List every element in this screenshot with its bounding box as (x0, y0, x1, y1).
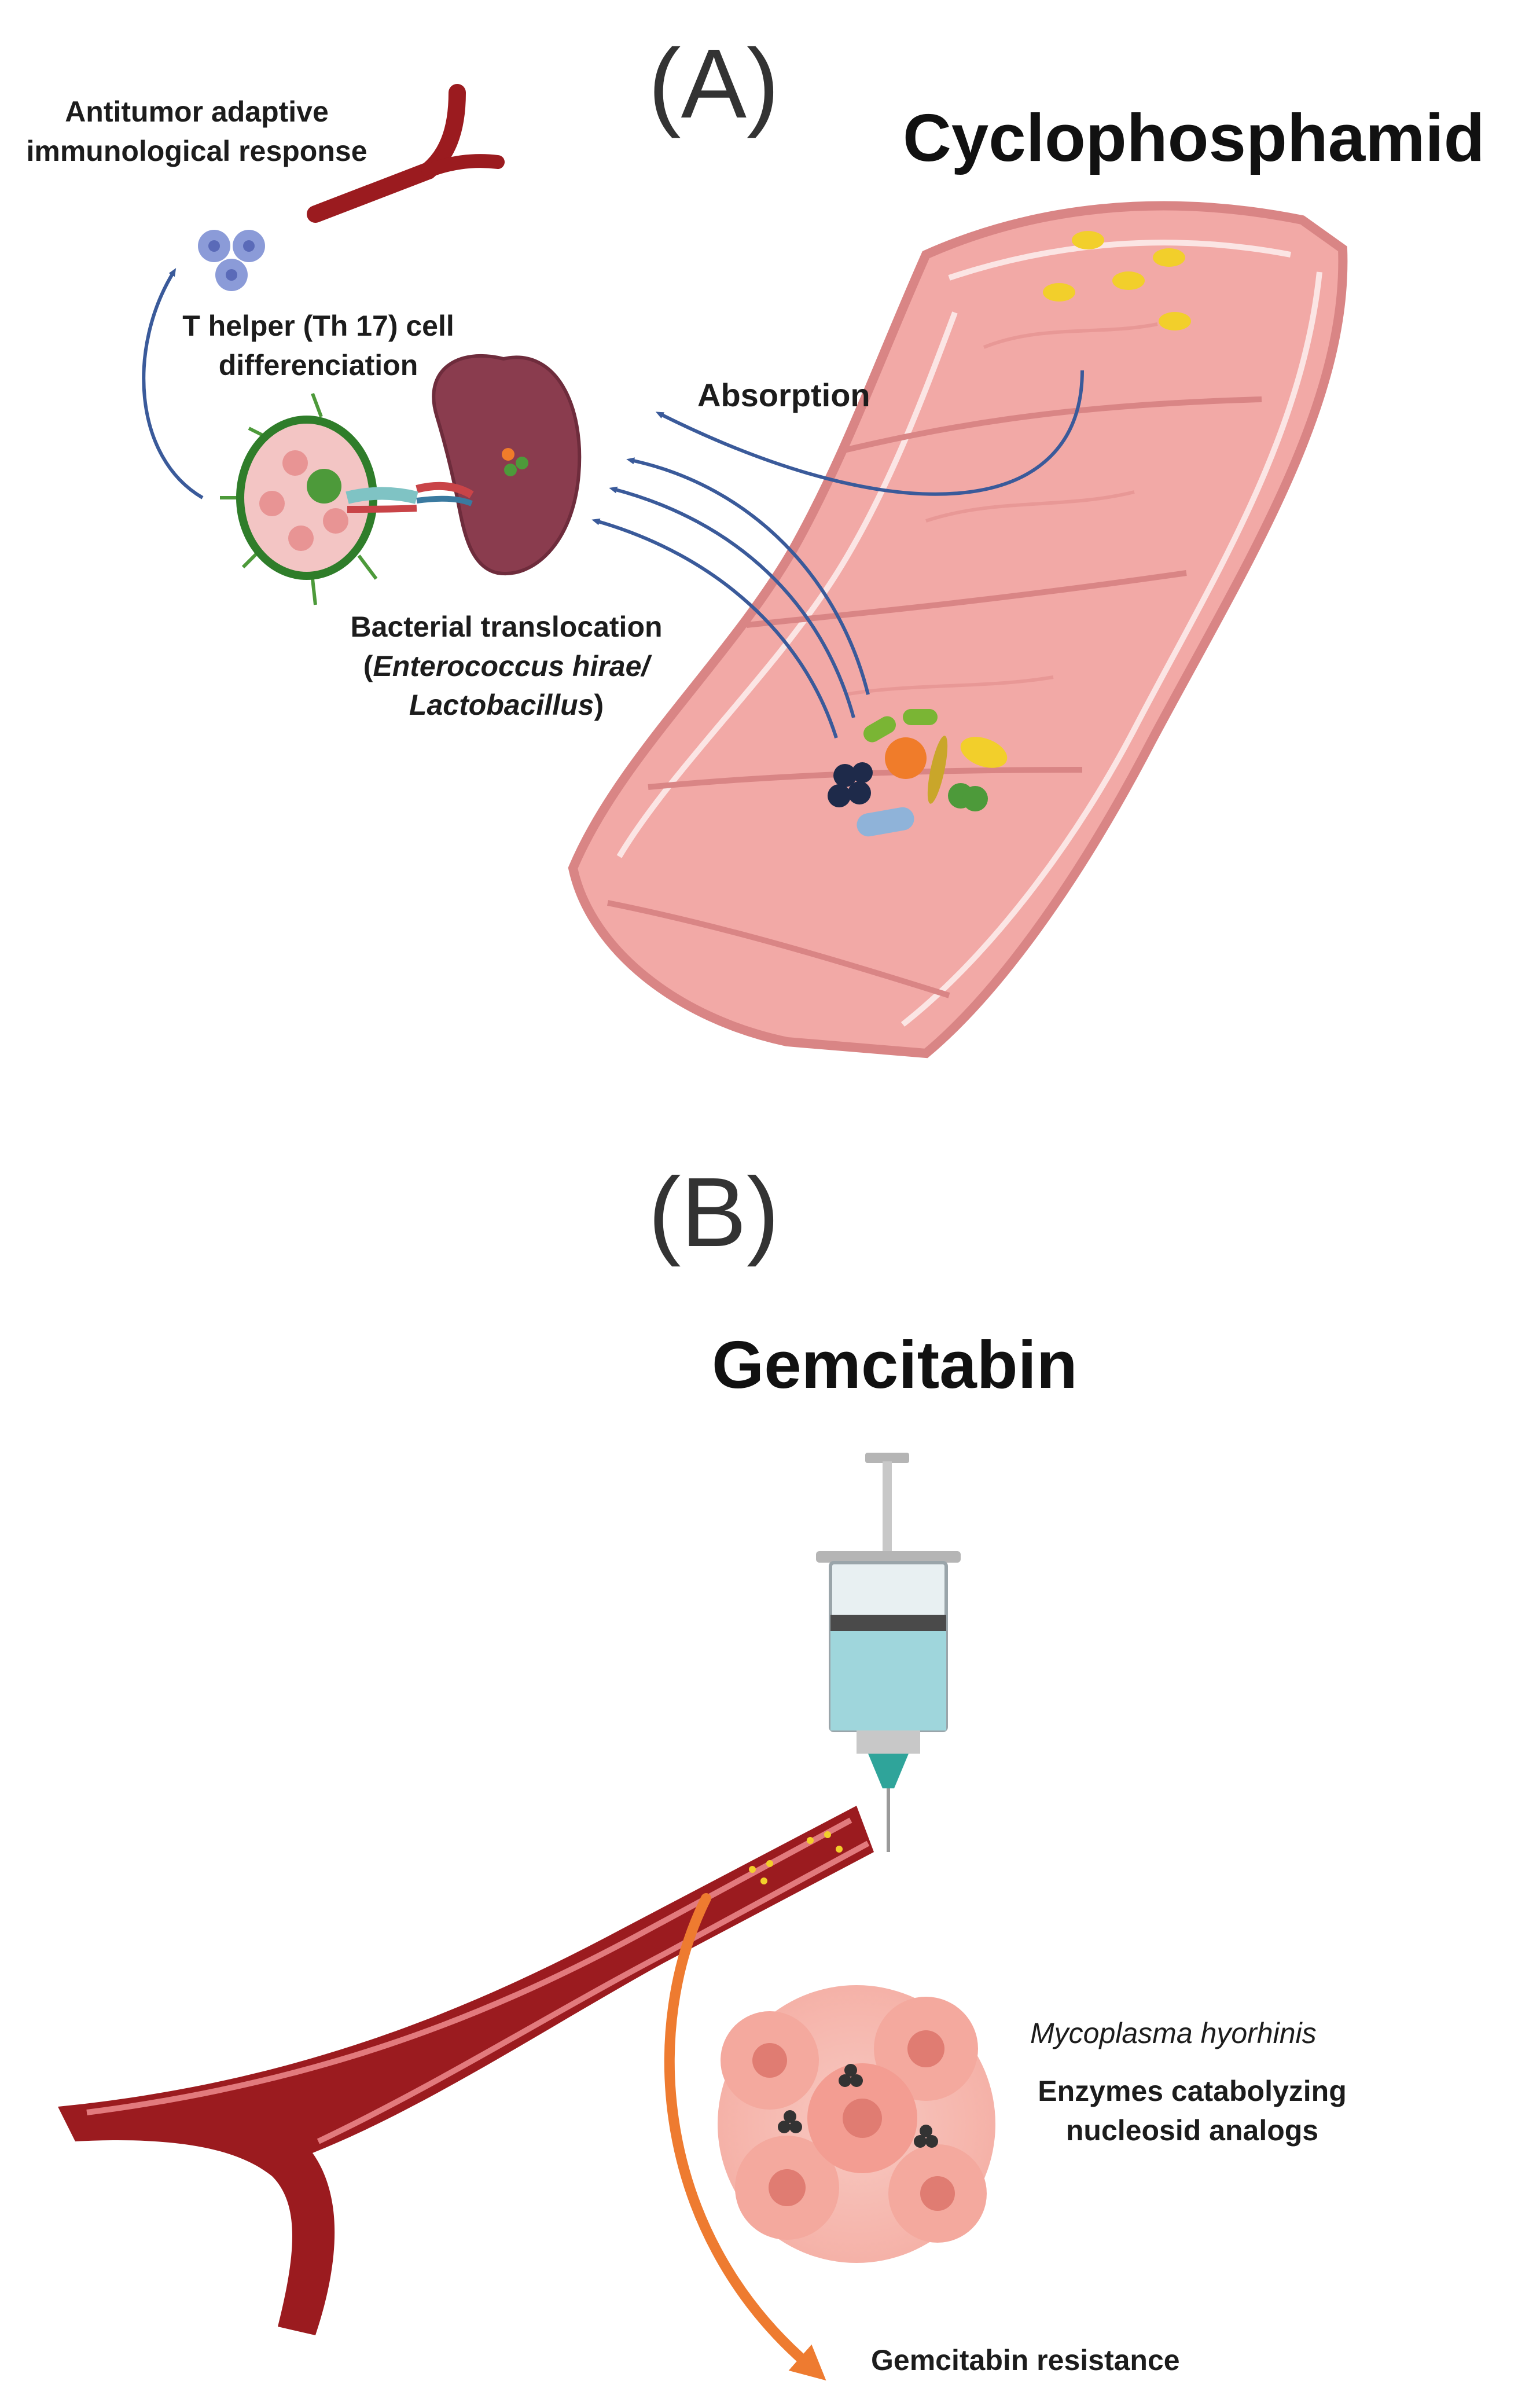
blood-vessel-main (58, 1806, 874, 2335)
absorption-label: Absorption (697, 377, 870, 413)
translocation-close-paren: ) (594, 689, 604, 721)
gut-bacteria-cluster (828, 709, 1008, 837)
antitumor-line-1: Antitumor adaptive (65, 95, 329, 128)
intestine-illustration (568, 201, 1348, 1059)
translocation-arrows (591, 457, 870, 738)
tumor-cell-cluster (718, 1985, 995, 2263)
panel-b-label: (B) (648, 1158, 780, 1267)
enzymes-line-1: Enzymes catabolyzing (1038, 2075, 1347, 2107)
th17-line-2: differenciation (218, 348, 418, 381)
mycoplasma-label: Mycoplasma hyorhinis (1030, 2017, 1317, 2049)
translocation-line-1: Bacterial translocation (350, 611, 663, 643)
panel-a-label: (A) (648, 29, 780, 139)
lymph-node-illustration (220, 392, 418, 605)
th17-differentiation-label: T helper (Th 17) cell differenciation (174, 307, 463, 385)
absorption-arrow (655, 370, 1084, 496)
th17-line-1: T helper (Th 17) cell (182, 310, 454, 342)
antitumor-response-label: Antitumor adaptive immunological respons… (12, 93, 382, 171)
t-helper-cells (198, 230, 265, 291)
bacterial-translocation-label: Bacterial translocation (Enterococcus hi… (324, 608, 689, 725)
differentiation-arrow (142, 268, 204, 499)
translocation-species-1: Enterococcus hirae/ (373, 649, 650, 682)
cyclophosphamid-particles (1043, 231, 1191, 330)
blood-vessel-small (307, 84, 505, 223)
antitumor-line-2: immunological response (26, 134, 367, 167)
syringe-illustration (816, 1453, 961, 1852)
translocation-species-2: Lactobacillus (409, 689, 594, 721)
enzymes-line-2: nucleosid analogs (1065, 2114, 1319, 2147)
enzymes-label: Enzymes catabolyzing nucleosid analogs (1007, 2072, 1377, 2150)
gemcitabin-title: Gemcitabin (712, 1327, 1078, 1402)
spleen-illustration (416, 354, 582, 576)
gemcitabin-resistance-label: Gemcitabin resistance (871, 2344, 1180, 2376)
cyclophosphamid-title: Cyclophosphamid (903, 100, 1485, 175)
resistance-arrow (664, 1893, 826, 2381)
translocation-open-paren: ( (363, 649, 373, 682)
